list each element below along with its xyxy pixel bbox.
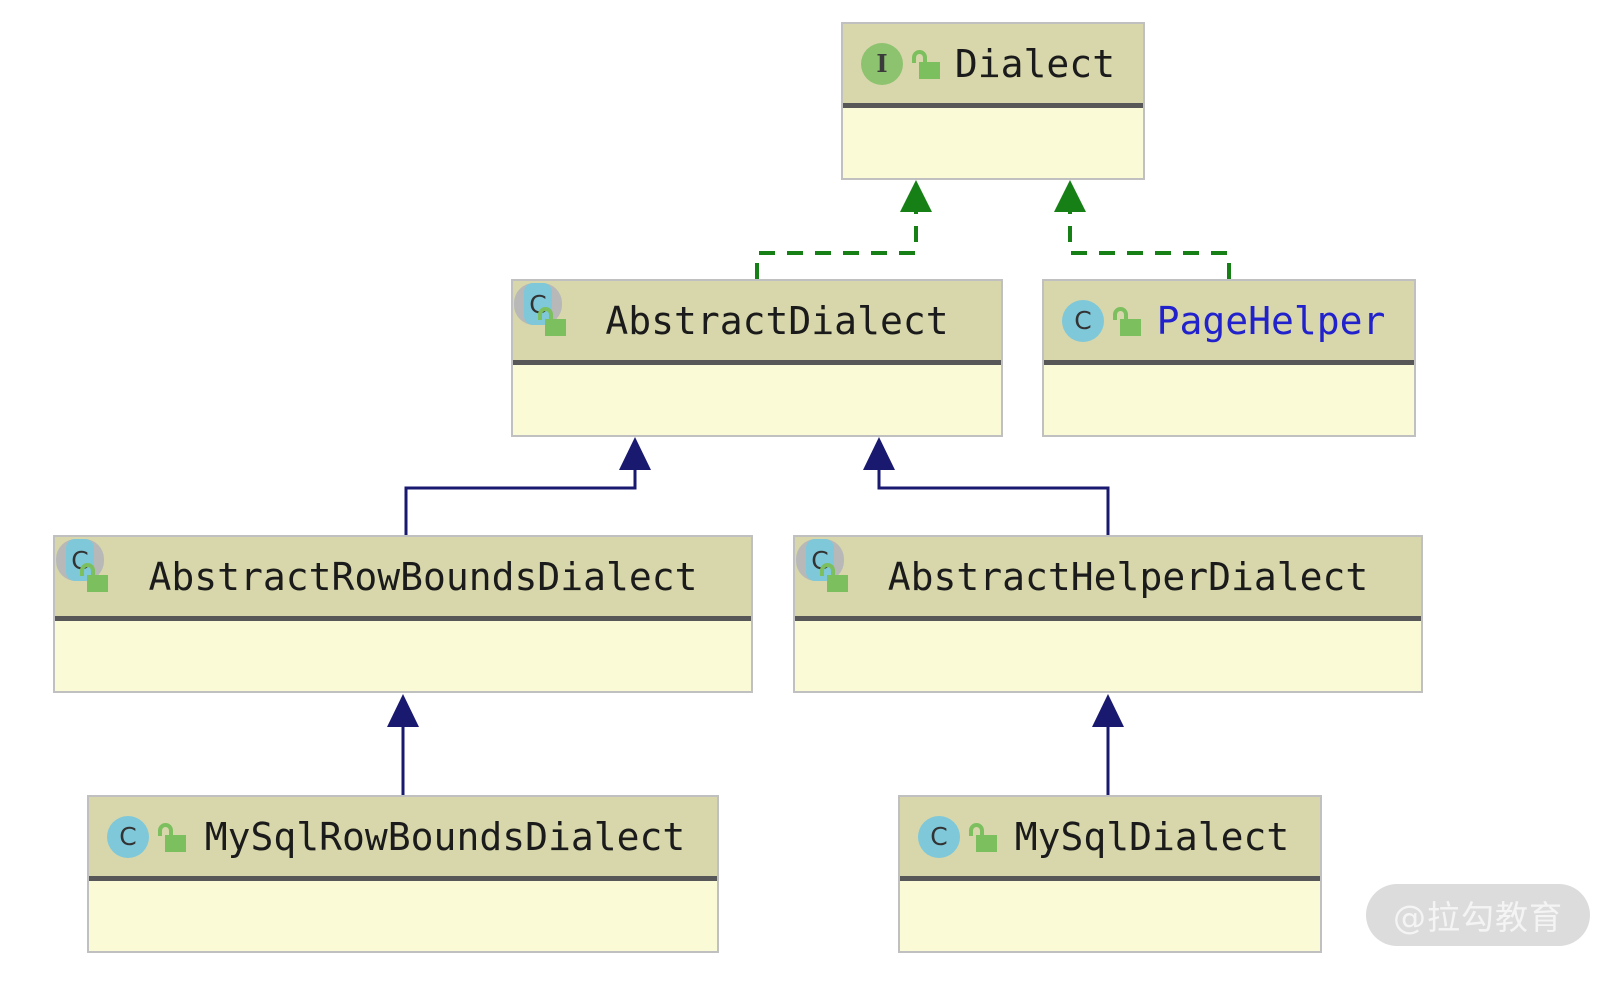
class-title: Dialect <box>954 41 1116 86</box>
class-badge-icon: C <box>103 814 149 860</box>
class-header: I Dialect <box>843 24 1143 108</box>
unlocked-padlock-icon <box>535 302 569 340</box>
class-box-mysql-dialect[interactable]: C MySqlDialect <box>898 795 1322 953</box>
unlocked-padlock-icon <box>817 558 851 596</box>
class-members-compartment <box>513 365 1001 434</box>
class-members-compartment <box>1044 365 1414 434</box>
unlocked-padlock-icon <box>77 558 111 596</box>
class-badge-letter: C <box>107 815 149 858</box>
interface-badge-letter: I <box>861 42 903 85</box>
class-title: MySqlDialect <box>1014 814 1290 859</box>
class-header: C PageHelper <box>1044 281 1414 365</box>
class-badge-letter: C <box>1062 299 1104 342</box>
class-members-compartment <box>843 108 1143 177</box>
watermark: @拉勾教育 <box>1366 884 1590 946</box>
unlocked-padlock-icon <box>155 818 189 856</box>
class-members-compartment <box>900 881 1320 950</box>
class-title: AbstractHelperDialect <box>887 554 1369 599</box>
interface-badge-icon: I <box>857 41 903 87</box>
class-badge-icon: C <box>914 814 960 860</box>
class-members-compartment <box>89 881 717 950</box>
unlocked-padlock-icon <box>909 45 943 83</box>
class-box-abstract-dialect[interactable]: C AbstractDialect <box>511 279 1003 437</box>
unlocked-padlock-icon <box>1110 302 1144 340</box>
class-box-abstract-rowbounds-dialect[interactable]: C AbstractRowBoundsDialect <box>53 535 753 693</box>
class-members-compartment <box>55 621 751 690</box>
class-box-dialect[interactable]: I Dialect <box>841 22 1145 180</box>
edge-abstract-dialect-to-dialect <box>755 180 932 279</box>
unlocked-padlock-icon <box>966 818 1000 856</box>
edge-mysql-rowbounds-to-abstract-rowbounds <box>387 694 419 795</box>
class-box-abstract-helper-dialect[interactable]: C AbstractHelperDialect <box>793 535 1423 693</box>
class-header: C MySqlRowBoundsDialect <box>89 797 717 881</box>
class-header: C AbstractDialect <box>513 281 1001 365</box>
class-header: C AbstractRowBoundsDialect <box>55 537 751 621</box>
class-title: AbstractRowBoundsDialect <box>148 554 698 599</box>
class-badge-icon: C <box>1058 298 1104 344</box>
class-members-compartment <box>795 621 1421 690</box>
class-title: PageHelper <box>1156 298 1386 343</box>
edge-abstract-helper-to-abstract-dialect <box>863 437 1110 535</box>
class-header: C MySqlDialect <box>900 797 1320 881</box>
edge-mysql-dialect-to-abstract-helper <box>1092 694 1124 795</box>
class-title: MySqlRowBoundsDialect <box>204 814 686 859</box>
edge-abstract-rowbounds-to-abstract-dialect <box>404 437 651 535</box>
class-box-page-helper[interactable]: C PageHelper <box>1042 279 1416 437</box>
class-header: C AbstractHelperDialect <box>795 537 1421 621</box>
class-title: AbstractDialect <box>605 298 949 343</box>
class-badge-letter: C <box>918 815 960 858</box>
edge-page-helper-to-dialect <box>1054 180 1231 279</box>
class-box-mysql-rowbounds-dialect[interactable]: C MySqlRowBoundsDialect <box>87 795 719 953</box>
